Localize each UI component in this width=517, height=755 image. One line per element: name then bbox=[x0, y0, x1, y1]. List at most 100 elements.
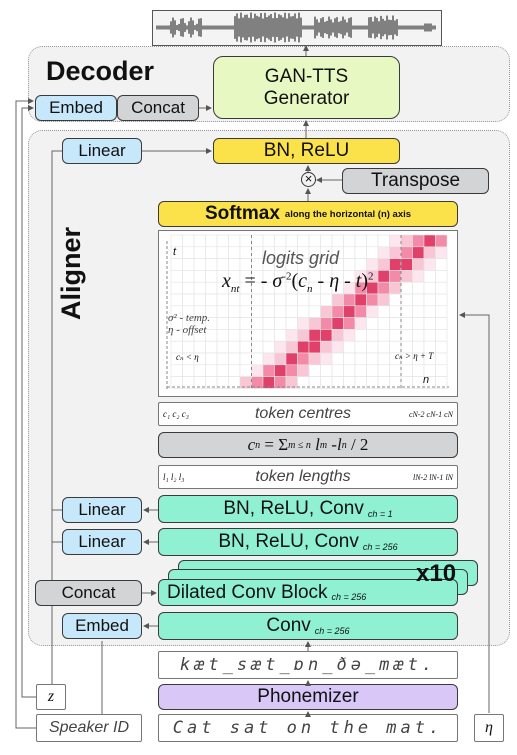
grid-cell bbox=[193, 234, 206, 248]
grid-cell bbox=[389, 234, 402, 248]
grid-cell bbox=[205, 352, 218, 366]
token-lengths-label: token lengths bbox=[255, 468, 351, 485]
grid-cell bbox=[239, 234, 252, 248]
grid-cell bbox=[366, 329, 379, 342]
grid-cell bbox=[412, 317, 425, 330]
grid-cell bbox=[412, 329, 425, 342]
grid-cell bbox=[412, 293, 425, 307]
grid-cell bbox=[400, 364, 413, 377]
grid-cell bbox=[423, 246, 436, 259]
grid-cell bbox=[216, 258, 229, 271]
token-centres-label: token centres bbox=[254, 405, 352, 422]
grid-cell bbox=[285, 352, 298, 366]
grid-cell bbox=[297, 305, 310, 318]
grid-cell bbox=[251, 329, 264, 342]
grid-cell bbox=[412, 270, 425, 283]
conv2-sub: ch = 256 bbox=[362, 542, 398, 552]
z-input: z bbox=[36, 684, 66, 710]
speaker-id-input: Speaker ID bbox=[36, 714, 142, 742]
grid-cell bbox=[216, 305, 229, 318]
grid-cell bbox=[320, 340, 333, 354]
grid-cell bbox=[435, 376, 448, 389]
linear-mid1: Linear bbox=[62, 497, 142, 523]
centres-right: cN-2 cN-1 cN bbox=[393, 410, 453, 419]
grid-cell bbox=[343, 340, 356, 354]
grid-cell bbox=[320, 329, 333, 342]
dilated-label: Dilated Conv Block bbox=[167, 581, 328, 603]
aligner-title: Aligner bbox=[56, 226, 86, 320]
grid-cell bbox=[274, 293, 287, 307]
grid-cell bbox=[297, 352, 310, 366]
grid-cell bbox=[239, 352, 252, 366]
grid-cell bbox=[377, 246, 390, 259]
grid-cell bbox=[435, 305, 448, 318]
grid-cell bbox=[297, 364, 310, 377]
grid-cell bbox=[170, 281, 183, 295]
grid-cell bbox=[274, 234, 287, 248]
grid-cell bbox=[400, 293, 413, 307]
logits-title: logits grid bbox=[262, 248, 340, 268]
grid-cell bbox=[193, 281, 206, 295]
conv-label: Conv bbox=[266, 615, 311, 636]
grid-cell bbox=[435, 246, 448, 259]
grid-cell bbox=[228, 234, 241, 248]
grid-cell bbox=[285, 364, 298, 377]
grid-cell bbox=[389, 270, 402, 283]
grid-cell bbox=[193, 270, 206, 283]
grid-cell bbox=[228, 317, 241, 330]
grid-cell bbox=[343, 258, 356, 271]
cond-right: cₙ > η + T bbox=[395, 351, 434, 361]
grid-cell bbox=[400, 234, 413, 248]
phonemizer-box: Phonemizer bbox=[158, 684, 458, 710]
centre-1: c₁ bbox=[163, 409, 171, 419]
grid-cell bbox=[377, 258, 390, 271]
grid-cell bbox=[354, 258, 367, 271]
grid-cell bbox=[205, 258, 218, 271]
decoder-title: Decoder bbox=[46, 56, 155, 86]
length-3: l₃ bbox=[178, 472, 185, 482]
grid-cell bbox=[423, 305, 436, 318]
grid-cell bbox=[251, 364, 264, 377]
grid-cell bbox=[435, 364, 448, 377]
grid-cell bbox=[400, 258, 413, 271]
grid-cell bbox=[389, 281, 402, 295]
eta-note: η - offset bbox=[168, 324, 207, 336]
grid-cell bbox=[239, 258, 252, 271]
axis-t-label: t bbox=[173, 246, 177, 258]
grid-cell bbox=[377, 340, 390, 354]
grid-cell bbox=[274, 317, 287, 330]
grid-cell bbox=[343, 234, 356, 248]
multiply-icon: × bbox=[301, 172, 316, 187]
grid-cell bbox=[366, 258, 379, 271]
grid-cell bbox=[435, 258, 448, 271]
grid-cell bbox=[297, 340, 310, 354]
conv1-sub: ch = 1 bbox=[367, 509, 393, 519]
grid-cell bbox=[251, 340, 264, 354]
grid-cell bbox=[366, 305, 379, 318]
grid-cell bbox=[354, 364, 367, 377]
grid-cell bbox=[320, 364, 333, 377]
aligner-concat: Concat bbox=[35, 580, 142, 606]
grid-cell bbox=[354, 352, 367, 366]
grid-cell bbox=[331, 305, 344, 318]
grid-cell bbox=[285, 293, 298, 307]
waveform-output bbox=[152, 10, 442, 46]
grid-cell bbox=[423, 270, 436, 283]
grid-cell bbox=[262, 352, 275, 366]
grid-cell bbox=[297, 329, 310, 342]
grid-cell bbox=[435, 317, 448, 330]
grid-cell bbox=[193, 246, 206, 259]
grid-cell bbox=[366, 364, 379, 377]
grid-cell bbox=[412, 281, 425, 295]
dilated-conv-block: Dilated Conv Block ch = 256 bbox=[158, 579, 458, 606]
grid-cell bbox=[182, 258, 195, 271]
grid-cell bbox=[389, 364, 402, 377]
axis-n-label: n bbox=[423, 374, 430, 386]
grid-cell bbox=[239, 317, 252, 330]
conv1-label: BN, ReLU, Conv bbox=[223, 498, 364, 519]
grid-cell bbox=[251, 293, 264, 307]
grid-cell bbox=[400, 317, 413, 330]
length-n2: lN-2 bbox=[412, 472, 428, 482]
grid-cell bbox=[205, 329, 218, 342]
